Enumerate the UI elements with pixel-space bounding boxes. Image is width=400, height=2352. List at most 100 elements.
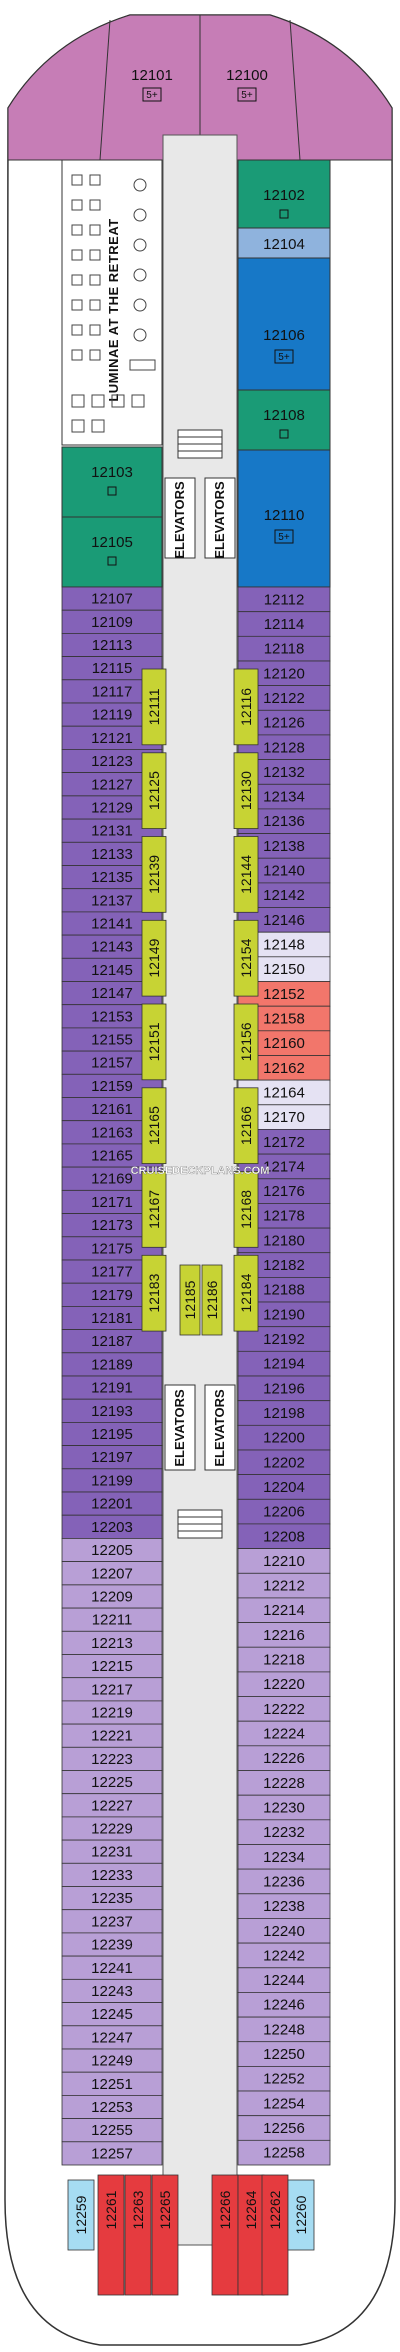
cabin-12176[interactable]: 12176 [263, 1183, 305, 1200]
cabin-12205[interactable]: 12205 [91, 1542, 133, 1559]
cabin-12165[interactable]: 12165 [91, 1148, 133, 1165]
cabin-block-12186[interactable] [201, 1264, 223, 1336]
cabin-block-12236[interactable] [237, 1868, 331, 1895]
cabin-12134[interactable]: 12134 [263, 789, 305, 806]
cabin-12200[interactable]: 12200 [263, 1430, 305, 1447]
cabin-12170[interactable]: 12170 [263, 1109, 305, 1126]
cabin-block-12110[interactable] [237, 449, 331, 588]
cabin-12177[interactable]: 12177 [91, 1264, 133, 1281]
cabin-12186[interactable]: 12186 [204, 1280, 220, 1319]
cabin-12145[interactable]: 12145 [91, 962, 133, 979]
cabin-block-12105[interactable] [61, 516, 163, 588]
cabin-12149[interactable]: 12149 [146, 938, 162, 977]
cabin-block-12151[interactable] [141, 1003, 167, 1081]
cabin-12247[interactable]: 12247 [91, 2029, 133, 2046]
cabin-12190[interactable]: 12190 [263, 1306, 305, 1323]
cabin-block-12112[interactable] [237, 586, 331, 613]
cabin-12198[interactable]: 12198 [263, 1405, 305, 1422]
cabin-12146[interactable]: 12146 [263, 912, 305, 929]
cabin-12203[interactable]: 12203 [91, 1519, 133, 1536]
cabin-block-12240[interactable] [237, 1918, 331, 1944]
cabin-block-12210[interactable] [237, 1548, 331, 1574]
cabin-12158[interactable]: 12158 [263, 1011, 305, 1028]
cabin-12233[interactable]: 12233 [91, 1867, 133, 1884]
cabin-12128[interactable]: 12128 [263, 739, 305, 756]
cabin-12139[interactable]: 12139 [146, 855, 162, 894]
cabin-12266[interactable]: 12266 [217, 2190, 233, 2229]
cabin-block-12262[interactable] [261, 2174, 289, 2296]
cabin-12228[interactable]: 12228 [263, 1775, 305, 1792]
cabin-12101[interactable]: 12101 [131, 67, 173, 84]
cabin-12114[interactable]: 12114 [264, 616, 305, 633]
cabin-12137[interactable]: 12137 [91, 892, 133, 909]
cabin-12232[interactable]: 12232 [263, 1824, 305, 1841]
cabin-12248[interactable]: 12248 [263, 2021, 305, 2038]
cabin-block-12265[interactable] [151, 2174, 179, 2296]
cabin-12123[interactable]: 12123 [91, 753, 133, 770]
cabin-12215[interactable]: 12215 [91, 1658, 133, 1675]
cabin-block-12238[interactable] [237, 1893, 331, 1919]
cabin-block-12125[interactable] [141, 752, 167, 829]
cabin-12108[interactable]: 12108 [263, 407, 305, 424]
cabin-12110[interactable]: 12110 [264, 507, 305, 524]
cabin-12171[interactable]: 12171 [91, 1194, 133, 1211]
cabin-block-12185[interactable] [179, 1264, 201, 1336]
cabin-12230[interactable]: 12230 [263, 1800, 305, 1817]
cabin-block-12258[interactable] [237, 2139, 331, 2166]
cabin-12153[interactable]: 12153 [91, 1008, 133, 1025]
cabin-12182[interactable]: 12182 [263, 1257, 305, 1274]
cabin-12120[interactable]: 12120 [263, 665, 305, 682]
cabin-12253[interactable]: 12253 [91, 2099, 133, 2116]
cabin-12249[interactable]: 12249 [91, 2053, 133, 2070]
cabin-12214[interactable]: 12214 [263, 1602, 305, 1619]
cabin-12217[interactable]: 12217 [91, 1681, 133, 1698]
cabin-12252[interactable]: 12252 [263, 2071, 305, 2088]
cabin-12242[interactable]: 12242 [263, 1947, 305, 1964]
cabin-12250[interactable]: 12250 [263, 2046, 305, 2063]
cabin-12237[interactable]: 12237 [91, 1913, 133, 1930]
cabin-12218[interactable]: 12218 [263, 1652, 305, 1669]
cabin-12241[interactable]: 12241 [91, 1960, 133, 1977]
cabin-12151[interactable]: 12151 [146, 1022, 162, 1061]
cabin-12263[interactable]: 12263 [130, 2190, 146, 2229]
cabin-block-12208[interactable] [237, 1523, 331, 1550]
cabin-12211[interactable]: 12211 [92, 1612, 133, 1629]
cabin-12194[interactable]: 12194 [263, 1356, 305, 1373]
cabin-block-12266[interactable] [211, 2174, 239, 2296]
cabin-12148[interactable]: 12148 [263, 937, 305, 954]
cabin-12167[interactable]: 12167 [146, 1190, 162, 1229]
cabin-12172[interactable]: 12172 [263, 1134, 305, 1151]
cabin-12246[interactable]: 12246 [263, 1997, 305, 2014]
cabin-12135[interactable]: 12135 [91, 869, 133, 886]
cabin-12179[interactable]: 12179 [91, 1287, 133, 1304]
cabin-block-12216[interactable] [237, 1622, 331, 1648]
cabin-12127[interactable]: 12127 [91, 776, 133, 793]
cabin-12231[interactable]: 12231 [91, 1844, 133, 1861]
cabin-block-12228[interactable] [237, 1770, 331, 1796]
cabin-block-12198[interactable] [237, 1400, 331, 1426]
cabin-12180[interactable]: 12180 [263, 1232, 305, 1249]
cabin-block-12168[interactable] [233, 1171, 259, 1248]
cabin-block-12226[interactable] [237, 1745, 331, 1771]
cabin-12163[interactable]: 12163 [91, 1124, 133, 1141]
cabin-block-12234[interactable] [237, 1844, 331, 1870]
cabin-12152[interactable]: 12152 [263, 986, 305, 1003]
cabin-12189[interactable]: 12189 [91, 1356, 133, 1373]
cabin-12122[interactable]: 12122 [263, 690, 305, 707]
cabin-12161[interactable]: 12161 [91, 1101, 133, 1118]
cabin-12168[interactable]: 12168 [238, 1190, 254, 1229]
cabin-block-12260[interactable] [287, 2179, 315, 2251]
cabin-12136[interactable]: 12136 [263, 813, 305, 830]
cabin-12160[interactable]: 12160 [263, 1035, 305, 1052]
cabin-12113[interactable]: 12113 [92, 637, 133, 654]
cabin-block-12196[interactable] [237, 1375, 331, 1402]
cabin-12201[interactable]: 12201 [91, 1496, 133, 1513]
cabin-12133[interactable]: 12133 [91, 846, 133, 863]
cabin-block-12244[interactable] [237, 1967, 331, 1993]
cabin-12155[interactable]: 12155 [91, 1032, 133, 1049]
cabin-12106[interactable]: 12106 [263, 327, 305, 344]
cabin-block-12263[interactable] [124, 2174, 152, 2296]
cabin-12109[interactable]: 12109 [91, 614, 133, 631]
cabin-12229[interactable]: 12229 [91, 1821, 133, 1838]
cabin-block-12130[interactable] [233, 752, 259, 829]
